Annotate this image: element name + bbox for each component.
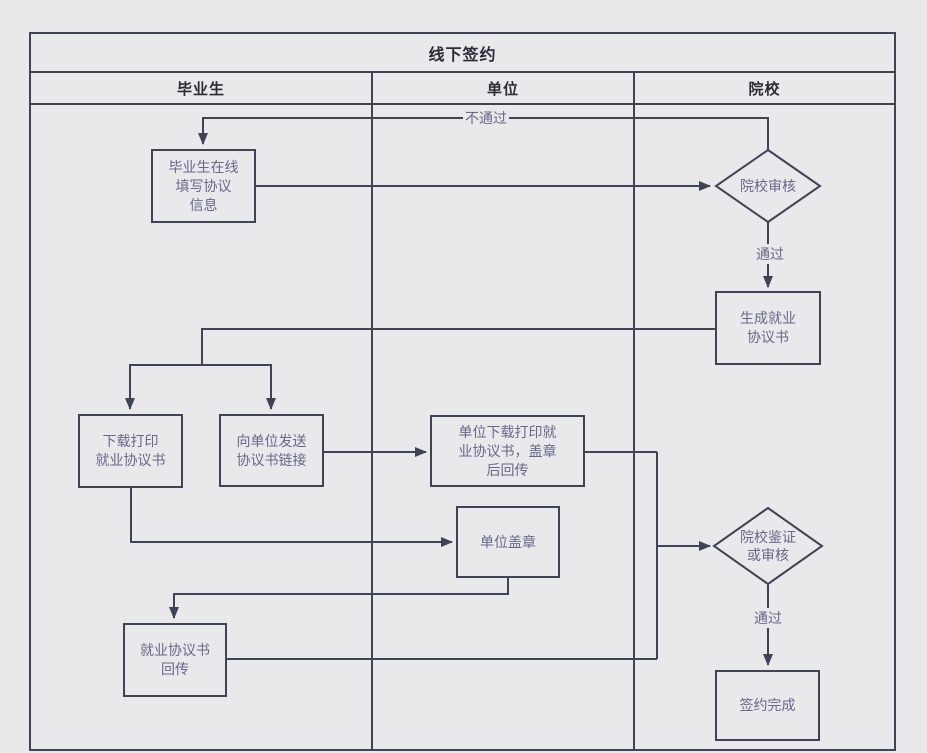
- lane-header-graduate: 毕业生: [176, 80, 225, 98]
- decision-shapes: [712, 148, 824, 586]
- edge-label-not-pass: 不通过: [463, 108, 509, 128]
- process-box-generate-agreement: 生成就业 协议书: [715, 291, 821, 365]
- edge-label-pass-2: 通过: [752, 608, 784, 628]
- process-box-employer-stamp: 单位盖章: [456, 506, 560, 578]
- college-review-diamond-shape: [714, 148, 822, 224]
- lane-header-college: 院校: [748, 80, 781, 98]
- process-box-send-link: 向单位发送 协议书链接: [219, 414, 324, 487]
- edge-label-pass-1: 通过: [754, 244, 786, 264]
- process-box-agreement-return: 就业协议书 回传: [123, 623, 227, 697]
- connector-arrows: [125, 117, 773, 666]
- connector-lines: [227, 451, 658, 660]
- process-box-signing-complete: 签约完成: [715, 670, 820, 741]
- process-box-download-print: 下载打印 就业协议书: [78, 414, 183, 488]
- lane-header-employer: 单位: [486, 80, 519, 98]
- college-verify-diamond-shape: [712, 506, 824, 586]
- chart-title: 线下签约: [428, 46, 497, 64]
- process-box-graduate-fill: 毕业生在线 填写协议 信息: [151, 149, 256, 223]
- process-box-employer-download: 单位下载打印就 业协议书，盖章 后回传: [430, 415, 585, 487]
